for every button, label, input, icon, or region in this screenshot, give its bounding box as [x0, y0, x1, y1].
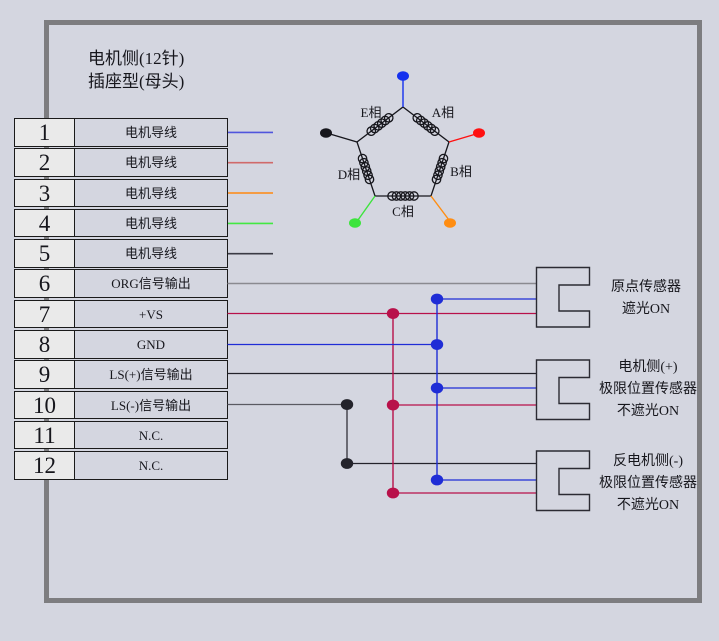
pin-label: LS(-)信号输出	[75, 390, 228, 420]
pin-number: 3	[14, 178, 75, 208]
pin-label: +VS	[75, 299, 228, 329]
pin-label: N.C.	[75, 451, 228, 480]
pin-label: GND	[75, 330, 228, 359]
pin-number: 8	[14, 330, 75, 359]
pin-number: 6	[14, 269, 75, 298]
pin-number: 5	[14, 239, 75, 268]
pin-number: 2	[14, 148, 75, 177]
minus-limit-sensor-label: 反电机侧(-) 极限位置传感器 不遮光ON	[590, 451, 706, 517]
connector-title: 电机侧(12针) 插座型(母头)	[88, 47, 184, 93]
connector-title-line1: 电机侧(12针)	[88, 49, 185, 68]
pin-label: 电机导线	[75, 178, 228, 208]
pin-number: 11	[14, 420, 75, 450]
pin-number: 1	[14, 118, 75, 147]
pin-label: LS(+)信号输出	[75, 360, 228, 389]
pin-label: 电机导线	[75, 148, 228, 177]
pin-label: 电机导线	[75, 118, 228, 147]
pin-number: 4	[14, 208, 75, 238]
plus-limit-name: 极限位置传感器	[599, 382, 697, 397]
plus-limit-sensor-label: 电机侧(+) 极限位置传感器 不遮光ON	[590, 357, 706, 423]
origin-sensor-label: 原点传感器 遮光ON	[588, 277, 704, 321]
pin-label: 电机导线	[75, 208, 228, 238]
pin-number: 10	[14, 390, 75, 420]
origin-sensor-mode: 遮光ON	[621, 302, 671, 317]
pin-label: ORG信号输出	[75, 269, 228, 298]
pin-label: 电机导线	[75, 239, 228, 268]
pin-row-7: 7+VS	[14, 299, 228, 329]
pin-number: 7	[14, 299, 75, 329]
pin-number: 9	[14, 360, 75, 389]
pin-number: 12	[14, 451, 75, 480]
pin-label: N.C.	[75, 420, 228, 450]
minus-limit-mode: 不遮光ON	[616, 498, 680, 513]
connector-title-line2: 插座型(母头)	[88, 72, 185, 91]
origin-sensor-name: 原点传感器	[611, 280, 681, 295]
minus-limit-name: 极限位置传感器	[599, 476, 697, 491]
plus-limit-side: 电机侧(+)	[618, 360, 678, 375]
minus-limit-side: 反电机侧(-)	[613, 454, 683, 469]
plus-limit-mode: 不遮光ON	[616, 404, 680, 419]
